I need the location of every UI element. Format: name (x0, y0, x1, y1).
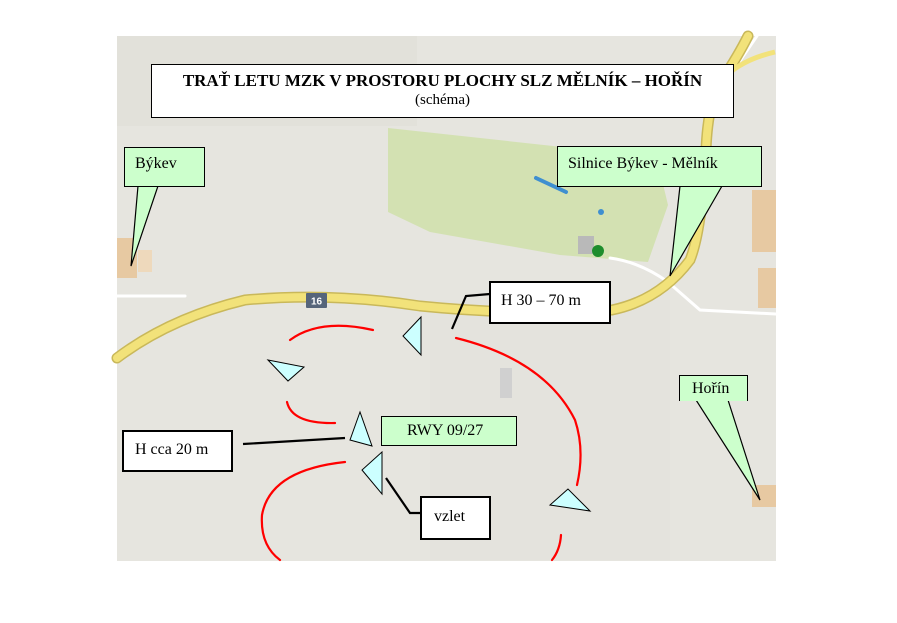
takeoff-leader (385, 477, 420, 515)
arrow-icon (402, 315, 422, 357)
leader-lines (242, 292, 491, 515)
height-pattern-text: H 30 – 70 m (501, 292, 581, 309)
takeoff-label: vzlet (420, 496, 491, 540)
horin-label-text: Hořín (692, 380, 730, 397)
height-approach-leader (242, 436, 346, 446)
height-approach-text: H cca 20 m (135, 441, 209, 458)
height-pattern-leader (450, 292, 491, 330)
bykev-label: Býkev (124, 147, 205, 187)
flight-path-right (454, 336, 582, 487)
hangar-building (578, 236, 594, 254)
height-approach-label: H cca 20 m (122, 430, 233, 472)
bykev-label-text: Býkev (135, 155, 177, 172)
map-title-box: TRAŤ LETU MZK V PROSTORU PLOCHY SLZ MĚLN… (151, 64, 734, 118)
arrow-icon (266, 359, 306, 382)
runway-label: RWY 09/27 (381, 416, 517, 446)
map-title: TRAŤ LETU MZK V PROSTORU PLOCHY SLZ MĚLN… (182, 71, 703, 90)
flight-path-bottom (260, 460, 347, 562)
flight-path (260, 324, 582, 562)
pond (598, 209, 604, 215)
height-pattern-label: H 30 – 70 m (489, 281, 611, 324)
arrow-icon (548, 488, 592, 512)
flight-path-bottom-right (550, 533, 563, 562)
flight-path-upper-left (288, 324, 375, 342)
map-subtitle: (schéma) (415, 92, 470, 108)
takeoff-label-text: vzlet (434, 508, 466, 525)
direction-arrows (266, 315, 592, 512)
flight-path-lower-left (285, 400, 337, 425)
right-village (752, 190, 776, 507)
arrow-icon (361, 450, 383, 496)
arrow-icon (349, 410, 373, 447)
poi-marker-icon (592, 245, 604, 257)
road-number: 16 (311, 297, 323, 308)
runway-strip (534, 176, 568, 194)
road-label: Silnice Býkev - Mělník (557, 146, 762, 187)
horin-label: Hořín (679, 375, 748, 401)
road-label-text: Silnice Býkev - Mělník (568, 155, 718, 172)
runway-label-text: RWY 09/27 (407, 422, 484, 439)
building (500, 368, 512, 398)
road-number-shield (306, 293, 327, 308)
